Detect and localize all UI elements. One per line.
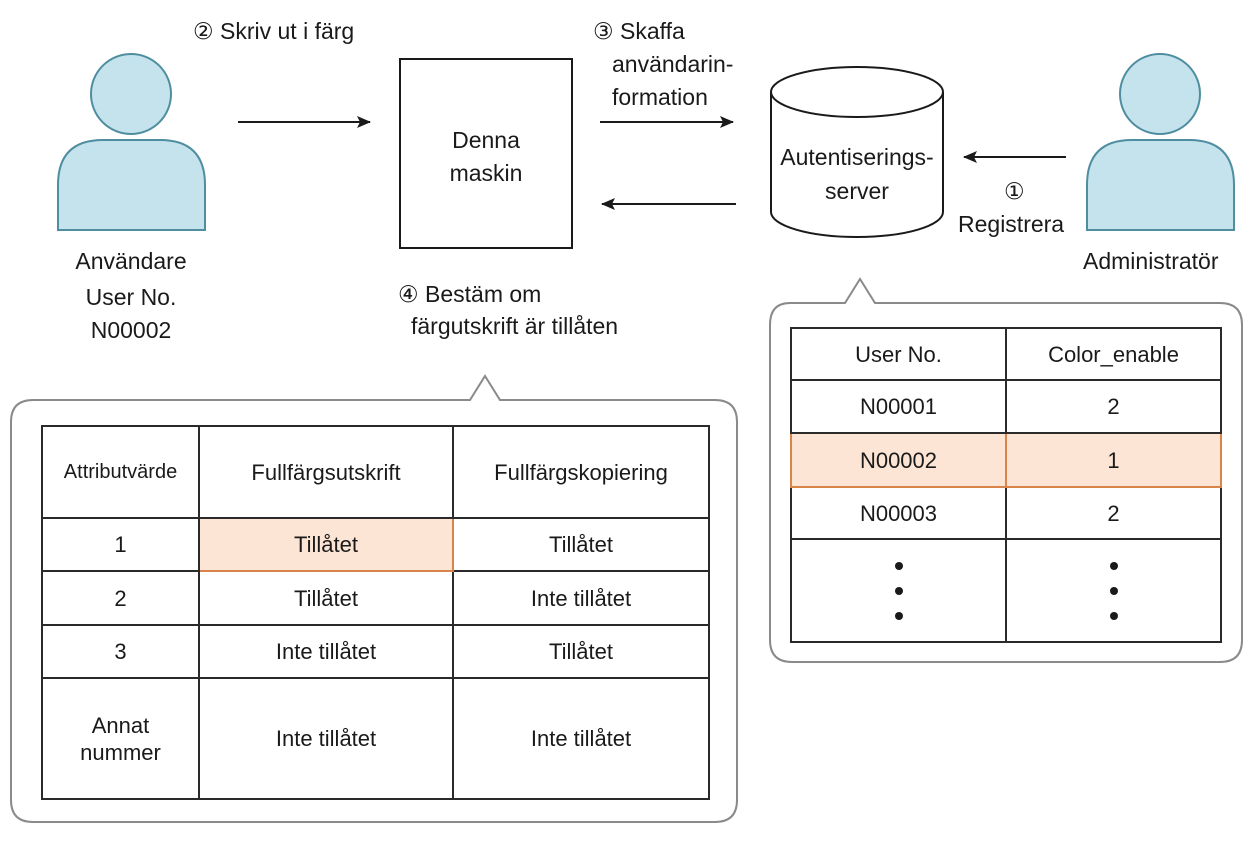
server-cylinder-icon — [770, 66, 944, 238]
table-cell: Annat nummer — [41, 677, 200, 800]
user-role-label: Användare — [75, 248, 187, 274]
table-cell: Inte tillåtet — [198, 677, 454, 800]
step3-label-line2: användarin- — [612, 51, 734, 77]
table-cell: 2 — [1005, 379, 1222, 434]
table-cell: Tillåtet — [198, 570, 454, 626]
table-cell: Inte tillåtet — [452, 677, 710, 800]
header-user-no: User No. — [790, 327, 1007, 381]
user-person-icon — [57, 53, 206, 231]
header-full-color-copy: Fullfärgskopiering — [452, 425, 710, 519]
step1-label: Registrera — [958, 211, 1065, 237]
table-cell-highlighted: 1 — [1005, 432, 1222, 488]
table-row: 2 Tillåtet Inte tillåtet — [41, 570, 710, 626]
step2-label: ② Skriv ut i färg — [193, 18, 355, 44]
step3-label-line3: formation — [612, 84, 708, 110]
table-cell: 3 — [41, 624, 200, 679]
cell-line: Annat — [91, 712, 150, 738]
table-row-highlighted: N00002 1 — [790, 432, 1222, 488]
machine-box — [399, 58, 573, 249]
table-row: N00003 2 — [790, 486, 1222, 540]
step3-label-line1: ③ Skaffa — [593, 18, 685, 44]
cell-line: nummer — [80, 739, 161, 765]
vertical-ellipsis-icon — [1007, 561, 1220, 620]
step4-label-line2: färgutskrift är tillåten — [411, 313, 619, 339]
table-cell: N00003 — [790, 486, 1007, 540]
machine-label-line2: maskin — [449, 160, 523, 186]
table-cell: N00001 — [790, 379, 1007, 434]
table-row: 1 Tillåtet Tillåtet — [41, 517, 710, 572]
table-cell: 1 — [41, 517, 200, 572]
table-cell: Inte tillåtet — [198, 624, 454, 679]
table-header-row: Attributvärde Fullfärgsutskrift Fullfärg… — [41, 425, 710, 519]
table-row-ellipsis — [790, 538, 1222, 643]
server-label-line1: Autentiserings- — [780, 144, 934, 170]
header-full-color-print: Fullfärgsutskrift — [198, 425, 454, 519]
table-cell: 2 — [1005, 486, 1222, 540]
attribute-table: Attributvärde Fullfärgsutskrift Fullfärg… — [41, 425, 710, 800]
admin-person-icon — [1086, 53, 1235, 231]
table-row: N00001 2 — [790, 379, 1222, 434]
table-cell: Tillåtet — [452, 517, 710, 572]
table-cell: 2 — [41, 570, 200, 626]
vertical-ellipsis-icon — [792, 561, 1005, 620]
table-header-row: User No. Color_enable — [790, 327, 1222, 381]
table-row: Annat nummer Inte tillåtet Inte tillåtet — [41, 677, 710, 800]
step1-number: ① — [1004, 178, 1025, 204]
admin-role-label: Administratör — [1083, 248, 1219, 274]
table-cell-highlighted: N00002 — [790, 432, 1007, 488]
table-cell: Inte tillåtet — [452, 570, 710, 626]
machine-label-line1: Denna — [452, 127, 520, 153]
step4-label-line1: ④ Bestäm om — [398, 281, 542, 307]
user-number-value: N00002 — [90, 317, 172, 343]
header-attribute-value: Attributvärde — [41, 425, 200, 519]
table-row: 3 Inte tillåtet Tillåtet — [41, 624, 710, 679]
table-cell: Tillåtet — [452, 624, 710, 679]
table-cell — [790, 538, 1007, 643]
user-number-label: User No. — [85, 284, 177, 310]
table-cell — [1005, 538, 1222, 643]
server-label-line2: server — [825, 178, 889, 204]
table-cell-highlighted: Tillåtet — [198, 517, 454, 572]
user-table: User No. Color_enable N00001 2 N00002 1 … — [790, 327, 1222, 643]
header-color-enable: Color_enable — [1005, 327, 1222, 381]
